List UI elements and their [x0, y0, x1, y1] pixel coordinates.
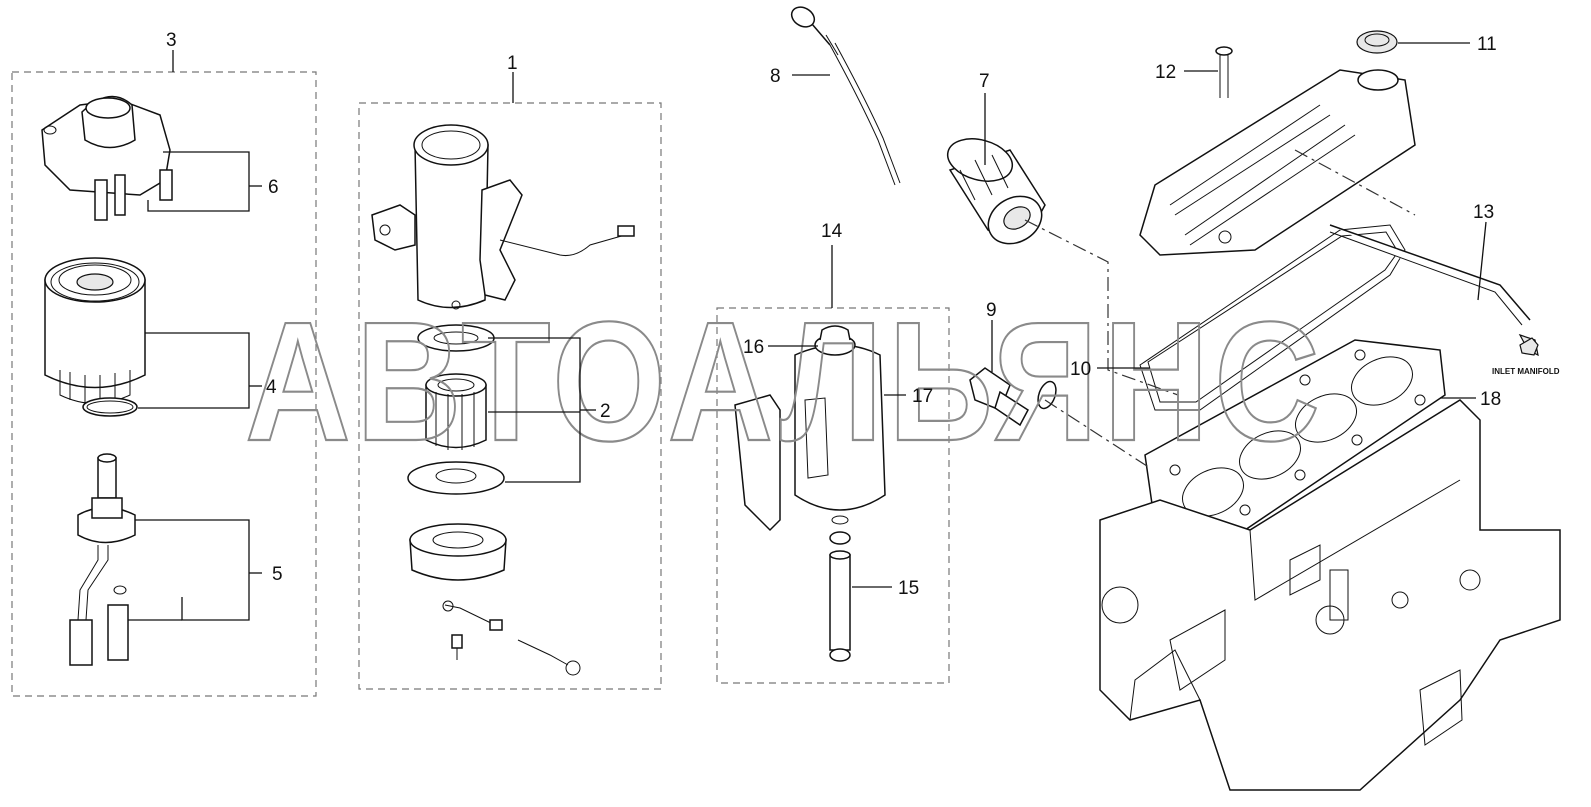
reservoir-clamps-hose	[829, 531, 851, 662]
callout-18: 18	[1480, 389, 1501, 410]
valve-cover-gasket	[1139, 224, 1406, 411]
valve-cover	[1139, 69, 1416, 256]
oil-filler-cap	[1356, 30, 1398, 54]
callout-12: 12	[1155, 62, 1176, 83]
group-box-14	[716, 307, 950, 684]
water-sensor	[69, 453, 136, 666]
leader-lines	[128, 42, 1487, 621]
valve-cover-centerline	[1294, 149, 1416, 216]
callout-16: 16	[743, 337, 764, 358]
callout-9: 9	[986, 300, 997, 321]
callout-14: 14	[821, 221, 843, 242]
callout-5: 5	[272, 564, 283, 585]
callout-8: 8	[770, 66, 781, 87]
pump-filter-element	[425, 373, 487, 450]
watermark-text: АВТОАЛЬЯНС	[245, 287, 1325, 477]
pump-fasteners	[442, 600, 581, 676]
callout-numbers: 1 2 3 4 5 6 7 8 9 10 11 12 13 14 15 16 1…	[166, 30, 1501, 599]
inlet-arrow-icon	[1519, 337, 1539, 356]
callout-10: 10	[1070, 359, 1091, 380]
callout-11: 11	[1477, 34, 1497, 55]
oil-filter	[946, 138, 1046, 245]
o-ring	[82, 397, 138, 417]
callout-4: 4	[266, 377, 277, 398]
dipstick	[790, 6, 901, 186]
callout-13: 13	[1473, 202, 1494, 223]
coolant-reservoir	[734, 325, 886, 532]
group-box-1	[358, 102, 662, 690]
callout-3: 3	[166, 30, 177, 51]
breather-hose	[1329, 224, 1539, 357]
callout-15: 15	[898, 578, 919, 599]
callout-2: 2	[600, 401, 611, 422]
group-box-3	[11, 71, 317, 697]
oil-filter-centerline	[1024, 219, 1179, 396]
callout-6: 6	[268, 177, 279, 198]
callout-7: 7	[979, 71, 990, 92]
inlet-manifold-label: INLET MANIFOLD	[1492, 367, 1560, 376]
fuel-filter-head	[41, 95, 173, 221]
pump-washer	[407, 461, 505, 495]
callout-17: 17	[912, 386, 933, 407]
fuel-pump-body	[371, 124, 635, 310]
engine-block	[1099, 399, 1561, 791]
cover-bolt	[1215, 46, 1233, 98]
pump-cup	[409, 523, 507, 581]
fuel-filter-cartridge	[44, 257, 146, 405]
temp-sensor-centerline	[1044, 399, 1151, 469]
callout-1: 1	[507, 53, 518, 74]
temp-sensor	[969, 367, 1057, 427]
